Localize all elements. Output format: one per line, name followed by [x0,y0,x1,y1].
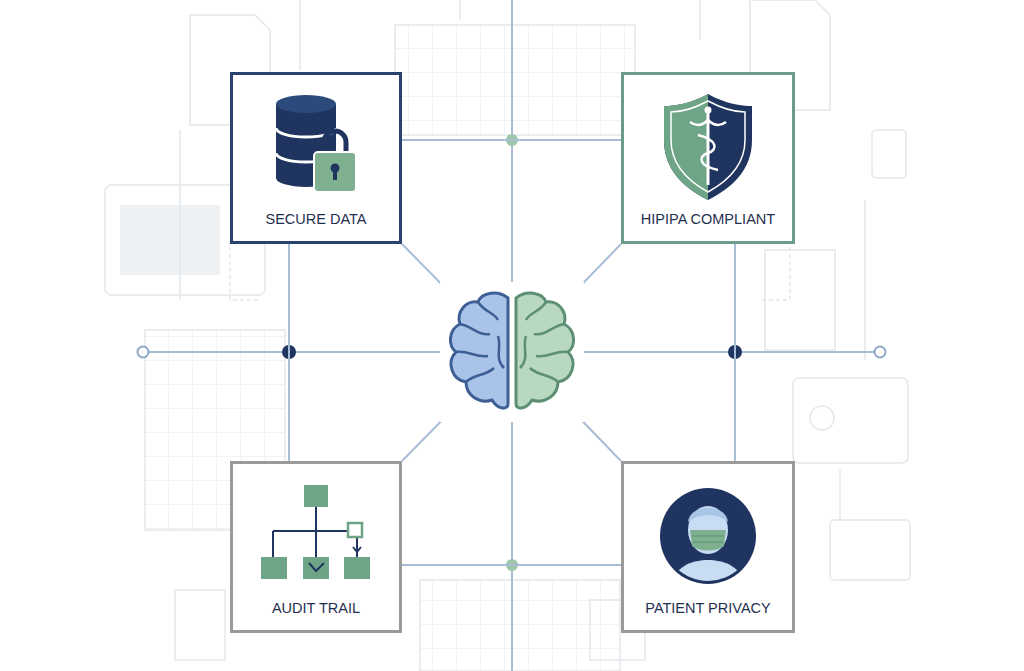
shield-icon [664,94,752,200]
feature-box: SECURE DATA [230,72,402,244]
feature-box: AUDIT TRAIL [230,461,402,633]
feature-box: PATIENT PRIVACY [621,461,795,633]
flowchart-icon [261,485,370,579]
box-label: SECURE DATA [266,211,367,241]
box-label: PATIENT PRIVACY [645,600,770,630]
connector-line [735,244,736,461]
patient-icon [660,488,756,590]
feature-box: HIPIPA COMPLIANT [621,72,795,244]
connector-line [289,244,290,461]
layout-lines [143,0,880,671]
connector-line [402,565,621,566]
box-label: AUDIT TRAIL [272,600,360,630]
brain-icon [450,293,573,408]
faint-panels [105,0,910,671]
box-label: HIPIPA COMPLIANT [641,211,775,241]
connector-line [402,140,621,141]
database-icon [276,95,356,192]
